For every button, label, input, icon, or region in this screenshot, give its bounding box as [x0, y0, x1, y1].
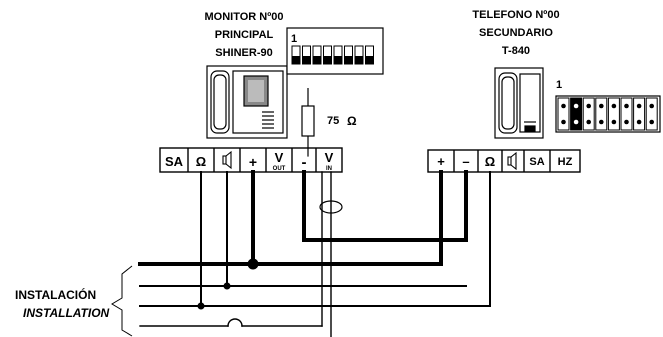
phone-terminal-minus: – — [462, 154, 469, 169]
installation-label-es: INSTALACIÓN — [15, 287, 96, 302]
phone-terminal-strip — [427, 149, 581, 173]
dip-switch-knob — [323, 56, 332, 64]
jumper-start-label: 1 — [556, 79, 562, 91]
terminal-v-out-sub: OUT — [273, 166, 286, 172]
jumper-pin — [561, 103, 566, 109]
dip-switch-knob — [344, 56, 353, 64]
monitor-title: MONITOR Nº00 — [205, 11, 284, 23]
jumper-pin — [599, 119, 604, 125]
jumper-pin — [611, 119, 617, 125]
phone-terminal-sa: SA — [529, 156, 544, 168]
dip-switch-knob — [313, 56, 321, 64]
phone-subtitle: SECUNDARIO — [479, 27, 553, 39]
monitor-heading: MONITOR Nº00 PRINCIPAL SHINER-90 — [205, 11, 284, 59]
jumper-column — [633, 97, 646, 131]
monitor-model: SHINER-90 — [215, 47, 272, 59]
terminal-v-in-sub: IN — [326, 166, 332, 172]
junction-dots — [197, 258, 259, 310]
resistor-value: 75 — [327, 115, 339, 127]
jumper-column — [557, 97, 570, 131]
jumper-bridge — [570, 97, 583, 131]
jumper-pin — [586, 103, 591, 109]
dip-switch-knob — [365, 56, 374, 64]
jumper-column — [607, 97, 620, 131]
jumper-pin — [636, 103, 642, 109]
jumper-pin — [611, 103, 617, 109]
terminal-handset-icon: Ω — [196, 154, 206, 169]
phone-title: TELEFONO Nº00 — [472, 9, 559, 21]
jumper-pin — [573, 103, 579, 109]
wiring — [138, 147, 491, 337]
dip-switch-cells — [291, 45, 374, 65]
phone-terminal-labels: + – Ω SA HZ — [437, 151, 573, 171]
phone-terminal-speaker-icon — [507, 151, 517, 171]
terminal-v-out: V — [275, 150, 284, 165]
terminal-sa: SA — [165, 154, 184, 169]
installation-brace — [111, 265, 133, 337]
jumper-column — [645, 97, 658, 131]
jumper-cells — [557, 97, 658, 131]
phone-terminal-hz: HZ — [558, 156, 573, 168]
resistor-ohm-icon: Ω — [347, 114, 357, 128]
installation-label-en: INSTALLATION — [23, 306, 110, 320]
jumper-pin — [624, 119, 629, 125]
terminal-minus: - — [302, 154, 307, 171]
monitor-subtitle: PRINCIPAL — [215, 29, 274, 41]
dip-switch-knob — [302, 56, 311, 64]
dip-switch-start-label: 1 — [291, 33, 297, 45]
jumper-pin — [599, 103, 604, 109]
dip-switch-knob — [292, 56, 300, 64]
jumper-pin — [624, 103, 629, 109]
jumper-column — [582, 97, 595, 131]
phone-heading: TELEFONO Nº00 SECUNDARIO T-840 — [472, 9, 559, 57]
jumper-pin — [573, 119, 579, 125]
phone-model: T-840 — [502, 45, 530, 57]
monitor-device-icon — [206, 65, 288, 139]
jumper-pin — [561, 119, 566, 125]
dip-switch-knob — [334, 56, 342, 64]
installation-label: INSTALACIÓN INSTALLATION — [15, 265, 133, 337]
jumper-column — [595, 97, 608, 131]
jumper-block: 1 — [555, 79, 661, 133]
resistor: 75 Ω — [301, 88, 357, 156]
dip-switch-knob — [355, 56, 363, 64]
jumper-column — [620, 97, 633, 131]
phone-device-icon — [494, 67, 544, 139]
monitor-terminal-strip — [159, 147, 343, 173]
jumper-pin — [649, 103, 654, 109]
terminal-v-in: V — [325, 150, 334, 165]
terminal-plus: + — [249, 154, 257, 170]
jumper-pin — [649, 119, 654, 125]
monitor-terminal-labels: SA Ω + V OUT - V IN — [165, 150, 334, 172]
dip-switch: 1 — [286, 27, 384, 75]
jumper-pin — [636, 119, 642, 125]
terminal-speaker-icon — [222, 150, 232, 170]
phone-terminal-handset-icon: Ω — [485, 154, 495, 169]
phone-terminal-plus: + — [437, 154, 445, 169]
jumper-pin — [586, 119, 591, 125]
